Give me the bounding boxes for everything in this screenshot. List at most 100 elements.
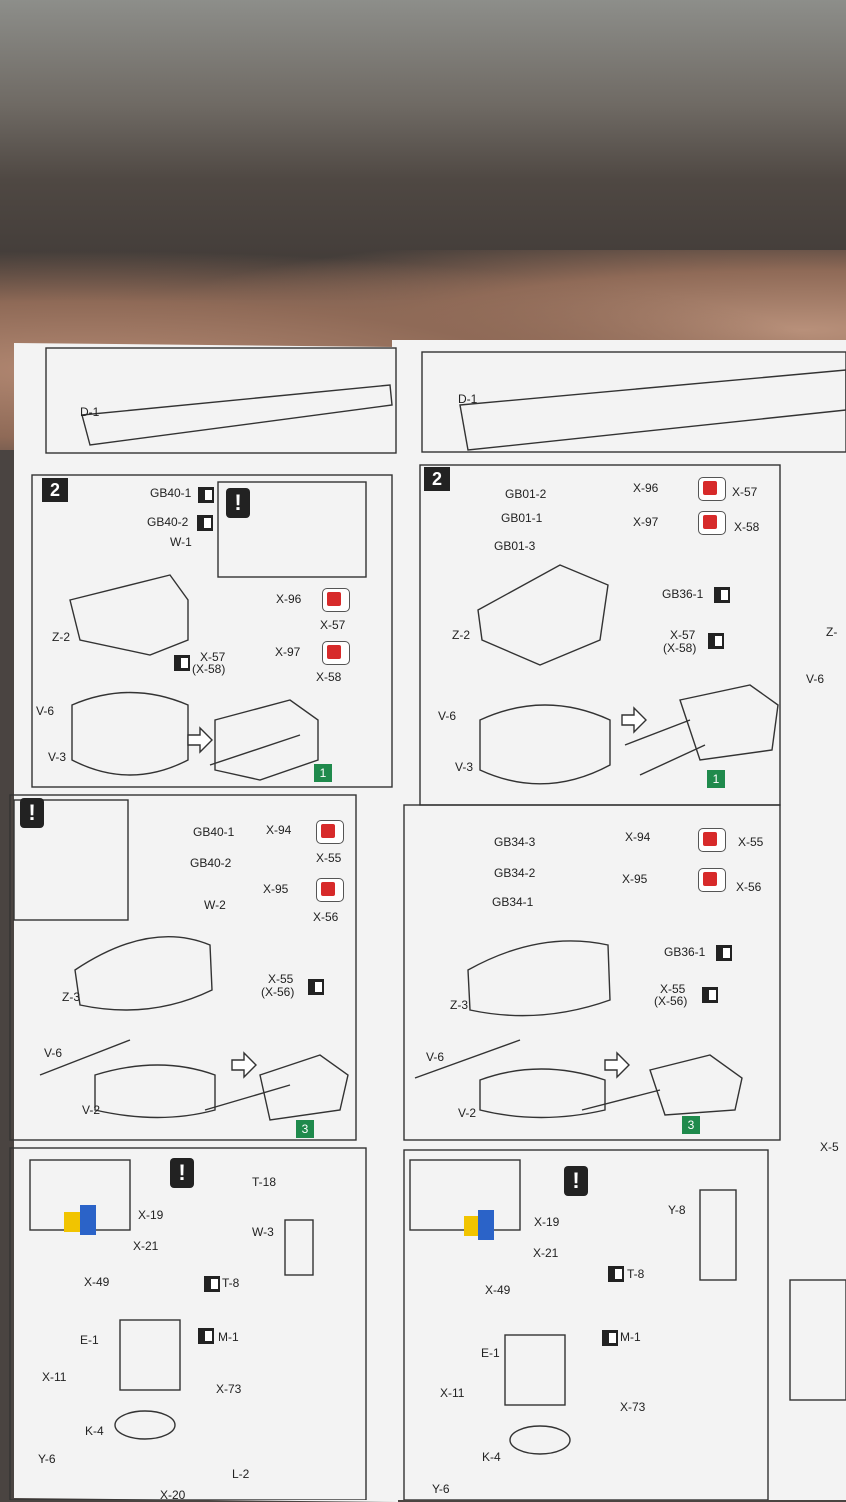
part-label: GB34-1 bbox=[492, 895, 534, 909]
part-label: T-8 bbox=[627, 1267, 645, 1281]
left-blue-part bbox=[80, 1205, 96, 1235]
left-turret-2 bbox=[74, 936, 213, 1011]
photo-etch-icon bbox=[702, 987, 718, 1003]
right-turret-2 bbox=[467, 940, 611, 1017]
photo-etch-icon bbox=[708, 633, 724, 649]
part-label: X-11 bbox=[440, 1386, 465, 1400]
photo-etch-icon bbox=[174, 655, 190, 671]
photo-etch-icon bbox=[197, 515, 213, 531]
part-label: V-6 bbox=[426, 1050, 445, 1064]
left-barbette-1 bbox=[71, 691, 189, 776]
photo-etch-icon bbox=[198, 487, 214, 503]
part-label: Z-2 bbox=[52, 630, 70, 644]
warning-icon: ! bbox=[226, 488, 250, 518]
right-hull-frame bbox=[421, 351, 846, 453]
left-hull-part bbox=[81, 384, 393, 446]
part-label: X-55 bbox=[660, 982, 686, 996]
part-label: X-49 bbox=[485, 1283, 511, 1297]
part-label: GB34-2 bbox=[494, 866, 536, 880]
warning-icon: ! bbox=[20, 798, 44, 828]
part-label: X-11 bbox=[42, 1370, 67, 1384]
part-label: V-6 bbox=[44, 1046, 63, 1060]
left-turret-finished-1 bbox=[214, 699, 319, 781]
red-decal-icon bbox=[698, 868, 726, 892]
part-label: Z-3 bbox=[62, 990, 80, 1004]
part-label: GB40-1 bbox=[150, 486, 192, 500]
left-callout-box-2 bbox=[13, 799, 129, 921]
part-label: X-49 bbox=[84, 1275, 110, 1289]
part-label: W-3 bbox=[252, 1225, 274, 1239]
part-label: X-57 bbox=[670, 628, 696, 642]
photo-etch-icon bbox=[198, 1328, 214, 1344]
red-decal-icon bbox=[698, 828, 726, 852]
red-decal-icon bbox=[322, 641, 350, 665]
part-label: (X-56) bbox=[654, 994, 688, 1008]
photo-etch-icon bbox=[204, 1276, 220, 1292]
part-label: V-6 bbox=[36, 704, 55, 718]
step-result-badge: 1 bbox=[707, 770, 725, 788]
right-step4-frame bbox=[403, 1149, 769, 1500]
step-number: 2 bbox=[42, 478, 68, 502]
photo-etch-icon bbox=[308, 979, 324, 995]
part-label: K-4 bbox=[482, 1450, 501, 1464]
part-label: X-57 bbox=[732, 485, 758, 499]
part-label: L-2 bbox=[232, 1467, 250, 1481]
right-step2-frame bbox=[419, 464, 781, 806]
left-step2-frame bbox=[31, 474, 393, 788]
part-label: GB01-1 bbox=[501, 511, 543, 525]
part-label: GB01-3 bbox=[494, 539, 536, 553]
photo-etch-icon bbox=[716, 945, 732, 961]
photo-etch-icon bbox=[608, 1266, 624, 1282]
left-callout-box bbox=[217, 481, 367, 578]
left-turret-1 bbox=[69, 574, 189, 656]
part-label: W-1 bbox=[170, 535, 192, 549]
part-label: X-95 bbox=[622, 872, 648, 886]
part-label: X-56 bbox=[313, 910, 339, 924]
part-label: K-4 bbox=[85, 1424, 104, 1438]
red-decal-icon bbox=[698, 511, 726, 535]
left-step3-frame bbox=[9, 794, 357, 1141]
step-result-badge: 3 bbox=[296, 1120, 314, 1138]
part-label: X-95 bbox=[263, 882, 289, 896]
part-label: GB36-1 bbox=[662, 587, 704, 601]
part-label: X-55 bbox=[268, 972, 294, 986]
red-decal-icon bbox=[316, 820, 344, 844]
left-yellow-part bbox=[64, 1212, 80, 1232]
left-hull-frame bbox=[45, 347, 397, 454]
left-turret-finished-2 bbox=[259, 1054, 349, 1121]
photo-etch-icon bbox=[714, 587, 730, 603]
part-label: Y-6 bbox=[432, 1482, 450, 1496]
part-label: X-20 bbox=[160, 1488, 186, 1502]
part-label: X-94 bbox=[266, 823, 292, 837]
part-label: X-19 bbox=[534, 1215, 560, 1229]
part-label: V-3 bbox=[48, 750, 67, 764]
part-label: E-1 bbox=[481, 1346, 500, 1360]
part-label: X-97 bbox=[275, 645, 301, 659]
part-label: E-1 bbox=[80, 1333, 99, 1347]
part-label: D-1 bbox=[458, 392, 478, 406]
part-label: X-73 bbox=[216, 1382, 242, 1396]
part-label: GB40-2 bbox=[147, 515, 189, 529]
part-label: X-19 bbox=[138, 1208, 164, 1222]
part-label: GB40-2 bbox=[190, 856, 232, 870]
part-label: GB40-1 bbox=[193, 825, 235, 839]
part-label: GB01-2 bbox=[505, 487, 547, 501]
part-label: X-55 bbox=[316, 851, 342, 865]
right-turret-finished-2 bbox=[649, 1054, 743, 1116]
part-label: GB34-3 bbox=[494, 835, 536, 849]
part-label: Y-8 bbox=[668, 1203, 686, 1217]
part-label: X-58 bbox=[734, 520, 760, 534]
step-result-badge: 3 bbox=[682, 1116, 700, 1134]
part-label: GB36-1 bbox=[664, 945, 706, 959]
part-label: X-57 bbox=[200, 650, 226, 664]
part-label: T-18 bbox=[252, 1175, 277, 1189]
part-label: T-8 bbox=[222, 1276, 240, 1290]
red-decal-icon bbox=[316, 878, 344, 902]
step-number: 2 bbox=[424, 467, 450, 491]
edge-part-label: V-6 bbox=[806, 672, 825, 686]
part-label: X-21 bbox=[533, 1246, 559, 1260]
right-barbette-2 bbox=[479, 1068, 606, 1119]
right-turret-1 bbox=[477, 564, 609, 666]
edge-part-label: X-5 bbox=[820, 1140, 839, 1154]
